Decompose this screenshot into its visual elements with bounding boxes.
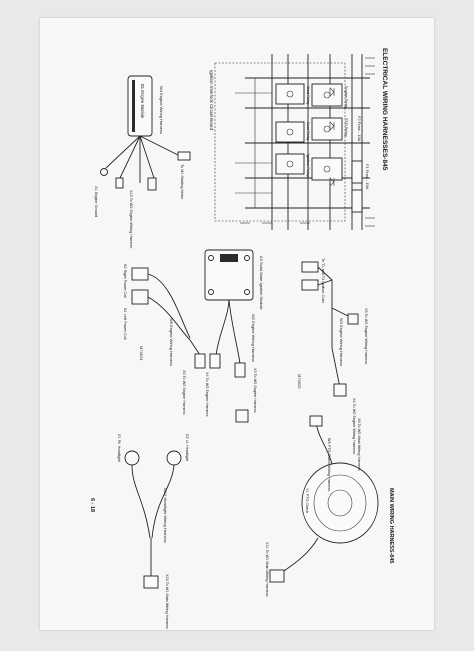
ignition-module-group: A3 Solid State Ignition Module W2 Engine… [204,249,264,423]
left-harness-label: W6 Engine Wiring Harness [169,318,174,366]
ignition-board-label: Ignition Interlock Circuit Board [209,70,214,131]
left-headlight [166,450,182,466]
left-connector-label: X5 To W2 Engine Harness [182,370,186,415]
headlight-connector-label: X23 To W1 Main Wiring Harness [165,574,169,629]
connector-x3-mid [234,362,246,378]
connector-x5-left [194,353,206,369]
relay-pto [311,117,343,141]
connector-x4-right [333,383,347,397]
circuit-schematic: Ignition Interlock Circuit Board F1 Fuse… [209,54,375,230]
start-relay-label: Start Relay [306,86,310,105]
engine-module-label: B1 Engine Module [140,84,145,119]
headlight-harness-label: W10 Headlight Wiring Harness [163,488,168,543]
fuse-f1 [351,160,363,184]
middle-connector-b-label: X3 To W2 Engine Harness [253,368,257,413]
right-headlight-label: E1 Rt. Headlight [117,434,121,463]
w3-harness-label: W3 Engine Wiring Harness [339,318,344,366]
power-coil-group: B2 Right Power Coil B1 Left Power Coil W… [123,264,206,415]
fuse-f2 [351,189,363,213]
ignition-coil-connector-1 [301,261,319,273]
left-coil-label: B1 Left Power Coil [123,308,127,340]
relay-start [275,83,305,105]
ignition-board-outline [214,62,346,222]
engine-harness-connector-label: X15 To W2 Engine Wiring Harness [129,190,133,248]
relay-aux [311,157,343,181]
ground-ring-icon [100,168,108,176]
wiring-diagram-page: ELECTRICAL WIRING HARNESSES-845 MAIN WIR… [40,18,434,630]
w3-harness-group: To T1 and T2 Ignition Coils W3 Engine Wi… [297,258,368,454]
right-power-coil [131,267,149,281]
ground-label: X1 Engine Ground [94,186,98,217]
left-headlight-label: E2 Lt. Headlight [185,434,189,462]
engine-module-box [127,75,153,137]
left-part-code: M74924 [139,346,144,361]
pto-clutch-body [301,462,379,544]
starter-terminal [177,151,191,161]
w3-part-code: M74525 [297,374,302,389]
pto-clutch-group: W5 PTO Clutch Wiring Harness Y1 PTO Clut… [265,415,379,597]
connector-x23 [143,575,159,589]
right-headlight [124,450,140,466]
middle-harness-label: W2 Engine Wiring Harness [251,314,256,362]
pto-clutch-label: Y1 PTO Clutch [305,488,309,513]
schematic-title: ELECTRICAL WIRING HARNESSES-845 [381,48,388,171]
page-number: 6 - 18 [89,498,95,512]
pto-relay-label: PTO Relay [344,118,348,137]
fuse-2-label: F2 Fuse - 15A [357,116,362,142]
pto-connector-top [309,415,323,427]
connector-x11 [269,569,285,583]
pto-connector-label: X11 To W1 Main Wiring Harness [265,542,269,597]
w3-connector-b-label: X5 To W2 Engine Wiring Harness [364,308,368,364]
wiring-diagram: ELECTRICAL WIRING HARNESSES-845 MAIN WIR… [89,48,394,629]
w3-connector-label: X4 To W2 Engine Wiring Harness [352,398,356,454]
relay-ignition [275,153,305,175]
starter-label: To M1 Starting Motor [180,164,184,200]
engine-relay-label: Engine Relay [344,86,348,109]
relay-engine [311,83,343,107]
connector-x5-right [347,313,359,325]
connector-plug-mid [235,409,249,423]
main-harness-title: MAIN WIRING HARNESS-845 [388,488,394,563]
middle-connector-a-label: X4 To W2 Engine Harness [205,372,209,417]
right-coil-label: B2 Right Power Coil [123,264,127,298]
fuse-1-label: F1 Fuse - 15A [365,164,370,190]
pto-connector-b-label: X8 To W5 Main Wiring Harness [357,418,361,471]
ignition-coil-connector-2 [301,279,319,291]
ignition-coils-label: To T1 and T2 Ignition Coils [321,258,325,303]
connector-x15 [115,177,124,189]
seat-relay-label: Seat Relay [306,122,310,141]
ignition-relay-label: Ignition Relay [306,154,310,177]
connector-x4-mid [209,353,221,369]
pto-harness-label: W5 PTO Clutch Wiring Harness [327,438,331,491]
left-power-coil [131,289,149,305]
engine-module-group: B1 Engine Module W4 Engine Wiring Harnes… [94,75,191,248]
relay-seat [275,121,305,143]
connector-x16 [147,177,157,191]
headlight-group: E1 Rt. Headlight E2 Lt. Headlight W10 He… [117,434,189,629]
ignition-module-label: A3 Solid State Ignition Module [259,256,264,310]
engine-module-harness-label: W4 Engine Wiring Harness [159,86,164,134]
